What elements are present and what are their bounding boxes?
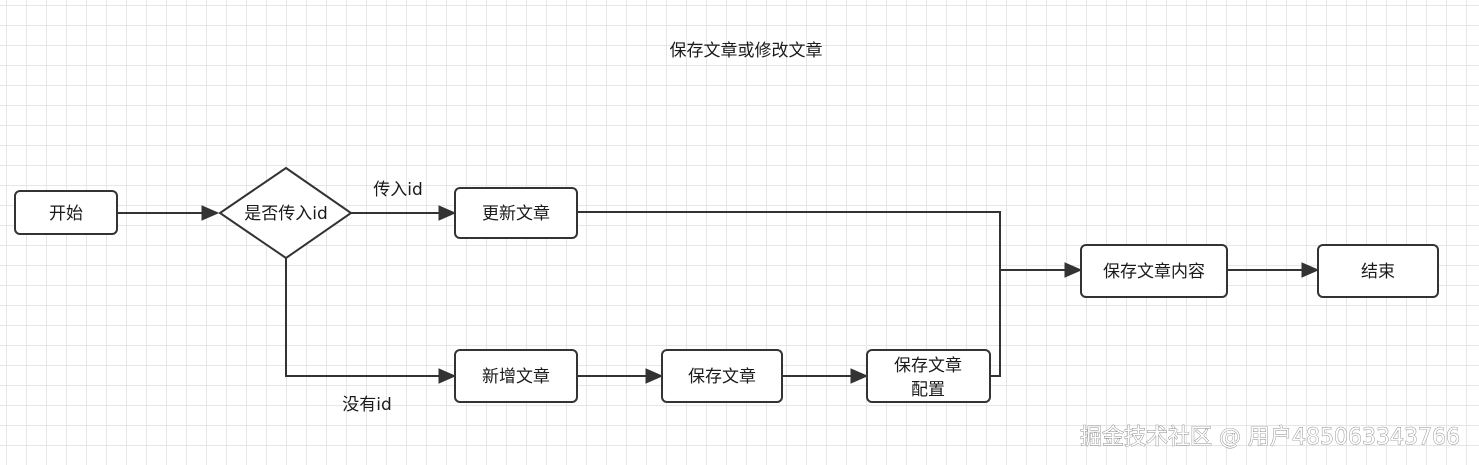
edge-label-no-id: 没有id [342,395,392,415]
node-save-article-label: 保存文章 [688,367,756,387]
node-save-config-label-line1: 保存文章 [894,356,962,376]
arrow-start-to-decision [201,205,220,221]
node-update[interactable]: 更新文章 [454,187,578,239]
node-save-article[interactable]: 保存文章 [661,349,783,403]
edge-update-to-save-content [577,211,1001,270]
node-end-label: 结束 [1361,262,1395,282]
node-save-config[interactable]: 保存文章 配置 [866,349,991,403]
watermark: 掘金技术社区 @ 用户485063343766 [1080,425,1460,450]
node-update-label: 更新文章 [482,204,550,224]
arrow-save-article-to-save-config [850,368,869,384]
arrow-to-save-content [1064,262,1083,278]
edge-decision-to-add [285,258,443,377]
node-add[interactable]: 新增文章 [454,349,578,403]
arrow-decision-to-update [438,205,457,221]
arrow-save-content-to-end [1301,262,1320,278]
node-save-content[interactable]: 保存文章内容 [1080,244,1228,298]
node-end[interactable]: 结束 [1317,244,1439,298]
node-start[interactable]: 开始 [14,190,118,235]
node-decision[interactable]: 是否传入id [218,166,353,260]
node-start-label: 开始 [49,204,83,224]
node-add-label: 新增文章 [482,367,550,387]
node-decision-label: 是否传入id [244,204,328,224]
node-save-content-label: 保存文章内容 [1103,262,1205,282]
diagram-title: 保存文章或修改文章 [670,41,823,61]
edge-label-has-id: 传入id [373,180,423,200]
arrow-add-to-save-article [645,368,664,384]
node-save-config-label-line2: 配置 [911,380,945,400]
arrow-decision-to-add [438,368,457,384]
edges [117,205,1320,384]
edge-save-config-to-save-content [990,269,1069,377]
